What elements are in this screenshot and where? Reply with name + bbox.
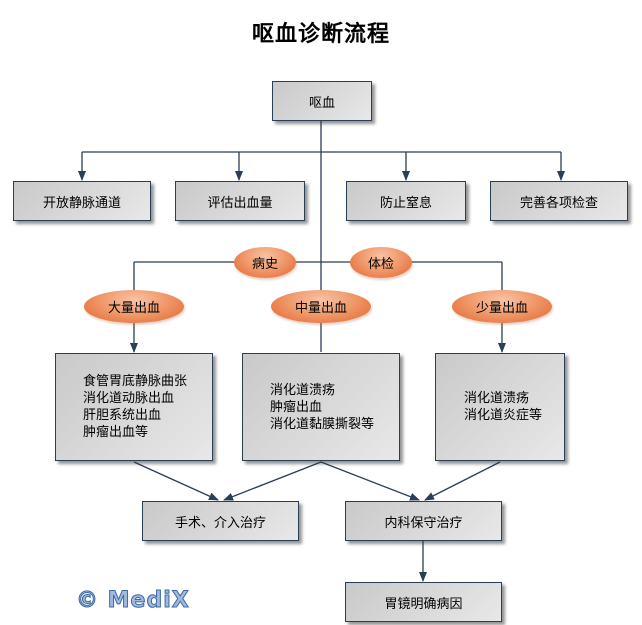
- root-label: 呕血: [308, 95, 335, 111]
- arrow-causes3-to-medical: [424, 461, 501, 501]
- treatment-medical[interactable]: 内科保守治疗: [345, 501, 502, 541]
- step-label: 完善各项检查: [519, 195, 598, 211]
- cause-item: 消化道溃疡: [270, 382, 336, 398]
- severity-label: 大量出血: [107, 301, 160, 316]
- causes-minor[interactable]: 消化道溃疡 消化道炎症等: [435, 353, 565, 461]
- severity-label: 中量出血: [294, 301, 347, 316]
- cause-item: 消化道溃疡: [464, 391, 530, 406]
- final-label: 胃镜明确病因: [384, 596, 463, 612]
- severity-minor[interactable]: 少量出血: [452, 290, 552, 323]
- cause-item: 消化道炎症等: [464, 408, 543, 423]
- treatment-label: 内科保守治疗: [384, 515, 463, 531]
- step-node-open-iv[interactable]: 开放静脉通道: [13, 181, 151, 221]
- root-node[interactable]: 呕血: [272, 81, 372, 121]
- step-node-assess-bleeding[interactable]: 评估出血量: [175, 181, 305, 221]
- severity-major[interactable]: 大量出血: [84, 290, 184, 323]
- causes-list: 食管胃底静脉曲张 消化道动脉出血 肝胆系统出血 肿瘤出血等: [83, 373, 187, 441]
- step-node-complete-exams[interactable]: 完善各项检查: [490, 181, 628, 221]
- arrow-causes2-to-medical: [320, 461, 420, 501]
- diagram-title: 呕血诊断流程: [251, 21, 390, 47]
- assessment-label: 病史: [251, 257, 278, 272]
- cause-item: 肿瘤出血: [270, 399, 323, 415]
- cause-item: 消化道动脉出血: [83, 391, 175, 406]
- treatment-label: 手术、介入治疗: [174, 515, 266, 531]
- arrow-causes2-to-surgery: [223, 461, 322, 501]
- step-label: 防止窒息: [379, 195, 432, 211]
- step-label: 评估出血量: [207, 195, 273, 211]
- causes-list: 消化道溃疡 肿瘤出血 消化道黏膜撕裂等: [270, 382, 374, 433]
- cause-item: 食管胃底静脉曲张: [83, 374, 188, 389]
- severity-label: 少量出血: [475, 301, 528, 316]
- step-node-prevent-asphyxia[interactable]: 防止窒息: [346, 181, 466, 221]
- cause-item: 肿瘤出血等: [83, 425, 149, 440]
- assessment-physical-exam[interactable]: 体检: [350, 247, 412, 278]
- causes-moderate[interactable]: 消化道溃疡 肿瘤出血 消化道黏膜撕裂等: [242, 353, 400, 461]
- medix-watermark-logo: © MediX: [76, 588, 190, 614]
- assessment-label: 体检: [367, 257, 394, 272]
- assessment-history[interactable]: 病史: [234, 247, 296, 278]
- final-gastroscopy[interactable]: 胃镜明确病因: [345, 582, 502, 622]
- step-label: 开放静脉通道: [42, 195, 121, 211]
- cause-item: 消化道黏膜撕裂等: [270, 416, 375, 432]
- treatment-surgery[interactable]: 手术、介入治疗: [142, 501, 299, 541]
- causes-major[interactable]: 食管胃底静脉曲张 消化道动脉出血 肝胆系统出血 肿瘤出血等: [55, 353, 213, 461]
- causes-list: 消化道溃疡 消化道炎症等: [464, 390, 542, 424]
- cause-item: 肝胆系统出血: [83, 408, 162, 423]
- severity-moderate[interactable]: 中量出血: [271, 290, 371, 323]
- arrow-causes1-to-surgery: [133, 461, 219, 501]
